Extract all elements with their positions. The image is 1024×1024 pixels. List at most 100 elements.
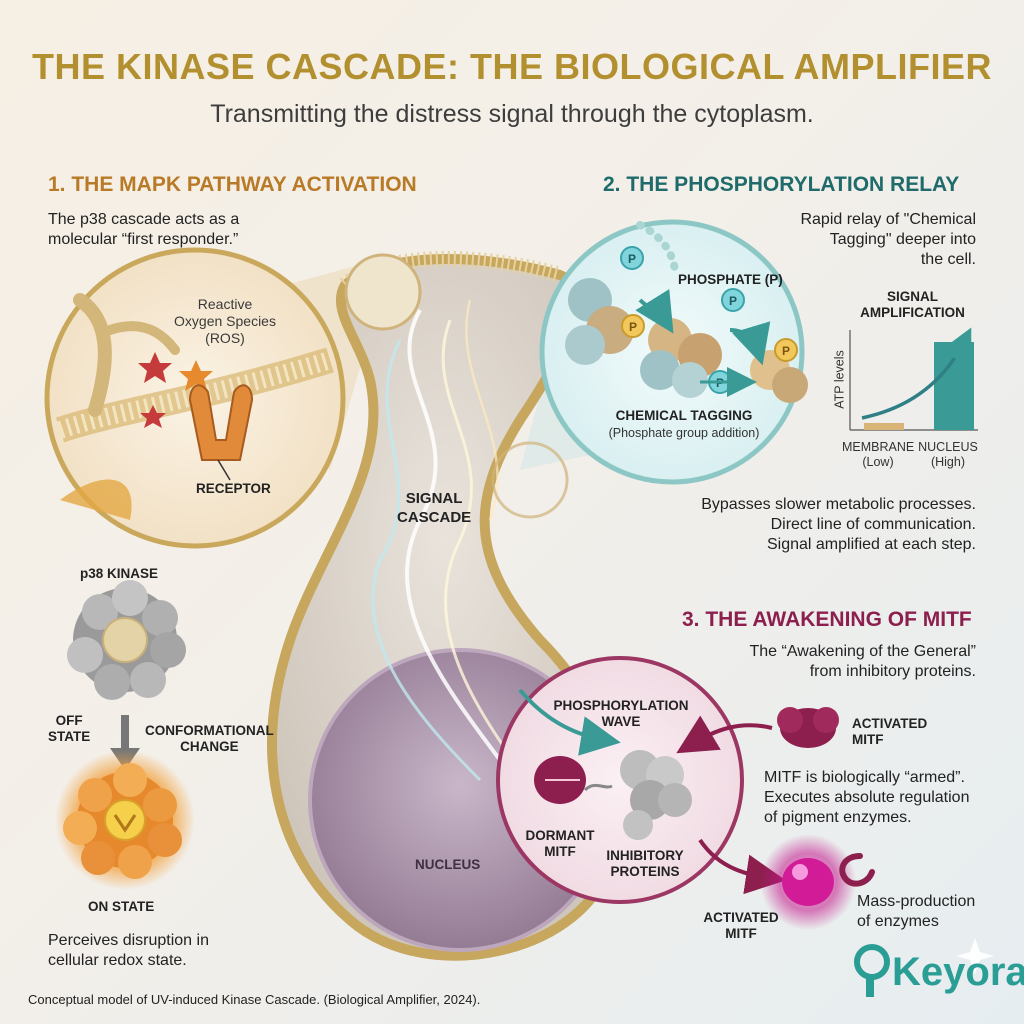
section1-heading: 1. THE MAPK PATHWAY ACTIVATION (48, 173, 417, 196)
section1-text-line: The p38 cascade acts as a (48, 211, 240, 228)
keyora-logo-icon (854, 938, 994, 997)
chemical-tagging-label: CHEMICAL TAGGING (615, 408, 753, 423)
chart-cat-line: (High) (930, 455, 966, 469)
activated-mitf-label: ACTIVATED MITF (852, 716, 927, 748)
p38-kinase-label: p38 KINASE (80, 566, 159, 581)
chart-title-line: SIGNAL (886, 289, 938, 304)
receptor-label: RECEPTOR (196, 481, 271, 496)
p38-kinase-off-icon (67, 580, 186, 700)
keyora-logo-text: Keyora (892, 950, 1024, 994)
chart-bar-1 (934, 342, 974, 430)
enzyme-icon (839, 853, 875, 887)
signal-cascade-label: SIGNAL CASCADE (397, 489, 471, 527)
bypass-text: Bypasses slower metabolic processes. Dir… (640, 495, 976, 555)
section3-text-line: The “Awakening of the General” (749, 643, 977, 660)
ros-label-line: Oxygen Species (174, 313, 276, 329)
footer-caption: Conceptual model of UV-induced Kinase Ca… (28, 992, 481, 1007)
perceives-text-line: Perceives disruption in (48, 932, 209, 949)
section2-text-line: the cell. (920, 251, 976, 268)
chart-cat-membrane: MEMBRANE (Low) (842, 440, 914, 470)
mass-production-text: Mass-production of enzymes (857, 892, 975, 932)
bypass-text-line: Signal amplified at each step. (766, 536, 976, 553)
dormant-mitf-icon (534, 756, 586, 804)
inhibitory-proteins-icon (620, 750, 692, 840)
activated-mitf-label-2: ACTIVATED MITF (698, 910, 784, 942)
off-state-line: STATE (48, 729, 91, 744)
chart-cat-line: (Low) (862, 455, 894, 469)
inhibitory-line: INHIBITORY (606, 848, 684, 863)
dormant-mitf-line: MITF (544, 844, 576, 859)
perceives-text-line: cellular redox state. (48, 952, 187, 969)
phosphate-icon (620, 246, 644, 270)
phosphate-icon (774, 338, 798, 362)
chart-cat-nucleus: NUCLEUS (High) (912, 440, 984, 470)
protein-cluster-icon (565, 278, 634, 365)
activated-mitf-icon (777, 707, 839, 748)
phosphorylation-wave-label: PHOSPHORYLATION WAVE (538, 698, 704, 730)
section2-text-line: Tagging" deeper into (829, 231, 976, 248)
ros-label-line: (ROS) (205, 330, 245, 346)
dormant-mitf-line: DORMANT (525, 828, 595, 843)
activated-mitf-line: MITF (725, 926, 757, 941)
off-state-line: OFF (55, 713, 83, 728)
p38-kinase-on-icon (55, 750, 195, 890)
ros-star-icon (140, 405, 166, 428)
nucleus-label: NUCLEUS (415, 857, 481, 872)
inhibitory-proteins-label: INHIBITORY PROTEINS (590, 848, 700, 880)
conformational-change-label: CONFORMATIONAL CHANGE (145, 723, 274, 755)
section3-text-line: from inhibitory proteins. (809, 663, 976, 680)
activated-mitf-line: ACTIVATED (852, 716, 928, 731)
bypass-text-line: Direct line of communication. (770, 516, 976, 533)
phosphate-label: PHOSPHATE (P) (678, 272, 783, 287)
membrane-lens (344, 253, 422, 331)
activated-mitf-glow-icon (760, 834, 856, 930)
chart-title-line: AMPLIFICATION (860, 305, 965, 320)
armed-text-line: Executes absolute regulation (764, 789, 970, 806)
chart-cat-line: NUCLEUS (918, 440, 978, 454)
ros-label: Reactive Oxygen Species (ROS) (150, 296, 300, 347)
ros-label-line: Reactive (197, 296, 253, 312)
section1-text: The p38 cascade acts as a molecular “fir… (48, 210, 239, 250)
svg-text:P: P (628, 252, 636, 266)
wave-label-line: PHOSPHORYLATION (553, 698, 689, 713)
activated-mitf-line: MITF (852, 732, 884, 747)
section3-text: The “Awakening of the General” from inhi… (680, 642, 977, 682)
amplification-chart (849, 327, 978, 431)
section2-heading: 2. THE PHOSPHORYLATION RELAY (603, 173, 960, 196)
off-state-label: OFF STATE (48, 713, 90, 745)
section2-text: Rapid relay of "Chemical Tagging" deeper… (740, 210, 976, 270)
dormant-mitf-label: DORMANT MITF (520, 828, 600, 860)
svg-text:P: P (629, 320, 637, 334)
wave-label-line: WAVE (601, 714, 641, 729)
chemical-tagging-sub: (Phosphate group addition) (608, 426, 760, 440)
phosphate-icon (721, 288, 745, 312)
chart-ylabel: ATP levels (832, 350, 847, 409)
chart-cat-line: MEMBRANE (842, 440, 915, 454)
conformational-change-line: CHANGE (180, 739, 239, 754)
section1-text-line: molecular “first responder.” (48, 231, 239, 248)
signal-cascade-line: CASCADE (397, 509, 472, 526)
perceives-text: Perceives disruption in cellular redox s… (48, 931, 209, 971)
section2-text-line: Rapid relay of "Chemical (800, 211, 976, 228)
bypass-text-line: Bypasses slower metabolic processes. (701, 496, 976, 513)
signal-cascade-line: SIGNAL (405, 490, 463, 507)
page-title: THE KINASE CASCADE: THE BIOLOGICAL AMPLI… (31, 46, 993, 87)
amplification-trend-arrow (861, 327, 972, 420)
chart-bar-0 (864, 422, 904, 430)
armed-text: MITF is biologically “armed”. Executes a… (764, 768, 969, 828)
svg-text:P: P (729, 294, 737, 308)
svg-text:P: P (782, 344, 790, 358)
mass-production-line: of enzymes (857, 913, 939, 930)
mass-production-line: Mass-production (857, 893, 976, 910)
section3-heading: 3. THE AWAKENING OF MITF (682, 608, 972, 631)
page-subtitle: Transmitting the distress signal through… (210, 100, 814, 128)
on-state-label: ON STATE (88, 899, 155, 914)
receptor-icon (188, 384, 254, 461)
inhibitory-line: PROTEINS (610, 864, 680, 879)
activated-mitf-line: ACTIVATED (703, 910, 779, 925)
ros-star-icon (179, 360, 213, 391)
amplification-chart-title: SIGNAL AMPLIFICATION (850, 289, 975, 321)
ros-star-icon (138, 352, 172, 383)
conformational-change-line: CONFORMATIONAL (145, 723, 274, 738)
